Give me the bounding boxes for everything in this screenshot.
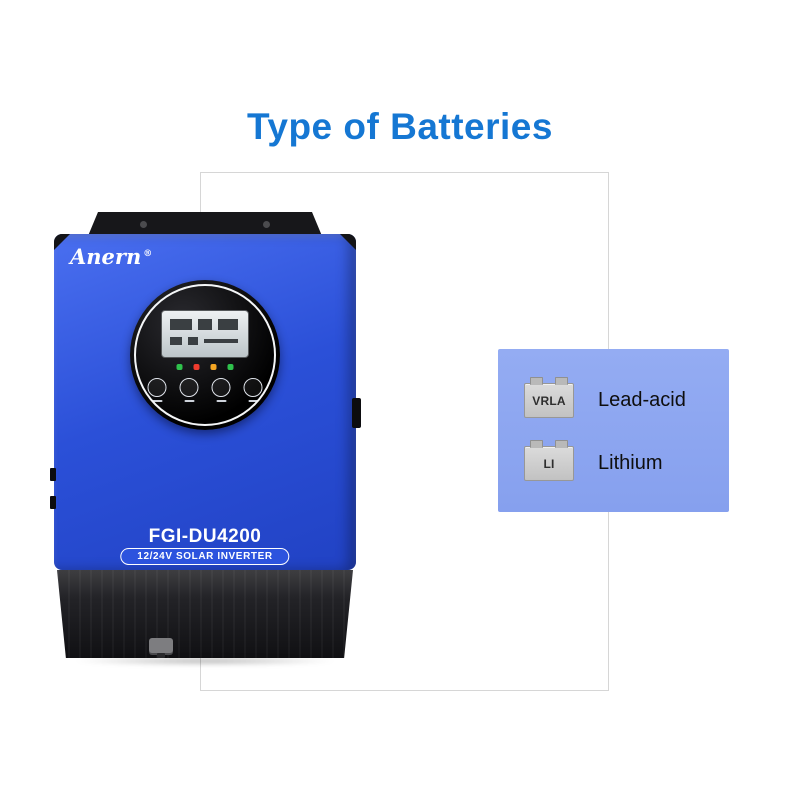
control-button bbox=[243, 378, 263, 402]
button-label-mark bbox=[184, 400, 194, 402]
lcd-graphics bbox=[170, 337, 182, 345]
registered-mark: ® bbox=[143, 249, 153, 259]
battery-types-panel: VRLA Lead-acid LI Lithium bbox=[498, 349, 729, 512]
battery-icon: VRLA bbox=[524, 377, 574, 418]
side-nub bbox=[50, 468, 56, 481]
button-label-mark bbox=[216, 400, 226, 402]
product-subtitle-badge: 12/24V SOLAR INVERTER bbox=[120, 548, 290, 565]
battery-row-vrla: VRLA Lead-acid bbox=[524, 377, 729, 418]
control-button-row bbox=[147, 378, 263, 402]
brand-name: Anern bbox=[70, 244, 142, 269]
screw-icon bbox=[140, 221, 147, 228]
button-label-mark bbox=[152, 400, 162, 402]
control-button bbox=[147, 378, 167, 402]
control-button bbox=[211, 378, 231, 402]
page-title: Type of Batteries bbox=[247, 106, 553, 147]
button-ring-icon bbox=[211, 378, 231, 397]
drop-shadow bbox=[72, 656, 338, 666]
status-led-row bbox=[176, 364, 234, 370]
button-ring-icon bbox=[243, 378, 263, 397]
lcd-graphics bbox=[170, 319, 192, 330]
screw-icon bbox=[263, 221, 270, 228]
model-number: FGI-DU4200 bbox=[148, 526, 262, 547]
lcd-graphics bbox=[188, 337, 198, 345]
button-ring-icon bbox=[179, 378, 199, 397]
battery-code: LI bbox=[543, 456, 555, 471]
bracket-corner bbox=[54, 234, 70, 250]
display-bezel bbox=[130, 280, 280, 430]
lcd-screen bbox=[161, 310, 249, 358]
brand-logo: Anern® bbox=[70, 244, 152, 269]
battery-code: VRLA bbox=[532, 393, 566, 408]
button-label-mark bbox=[248, 400, 258, 402]
battery-label: Lead-acid bbox=[598, 389, 686, 411]
inverter-body: Anern® bbox=[54, 234, 356, 570]
connector-port bbox=[149, 638, 173, 658]
green-led-icon bbox=[227, 364, 234, 370]
battery-row-lithium: LI Lithium bbox=[524, 440, 729, 481]
lcd-graphics bbox=[204, 339, 238, 343]
bracket-corner bbox=[340, 234, 356, 250]
side-tab bbox=[352, 398, 361, 428]
mounting-bracket bbox=[88, 212, 322, 236]
side-nub bbox=[50, 496, 56, 509]
lcd-graphics bbox=[218, 319, 238, 330]
control-button bbox=[179, 378, 199, 402]
amber-led-icon bbox=[210, 364, 217, 370]
lcd-graphics bbox=[198, 319, 212, 330]
green-led-icon bbox=[176, 364, 183, 370]
battery-label: Lithium bbox=[598, 452, 663, 474]
inverter-heatsink-base bbox=[57, 570, 353, 658]
red-led-icon bbox=[193, 364, 200, 370]
solar-inverter-image: Anern® bbox=[50, 212, 361, 666]
button-ring-icon bbox=[147, 378, 167, 397]
battery-icon: LI bbox=[524, 440, 574, 481]
